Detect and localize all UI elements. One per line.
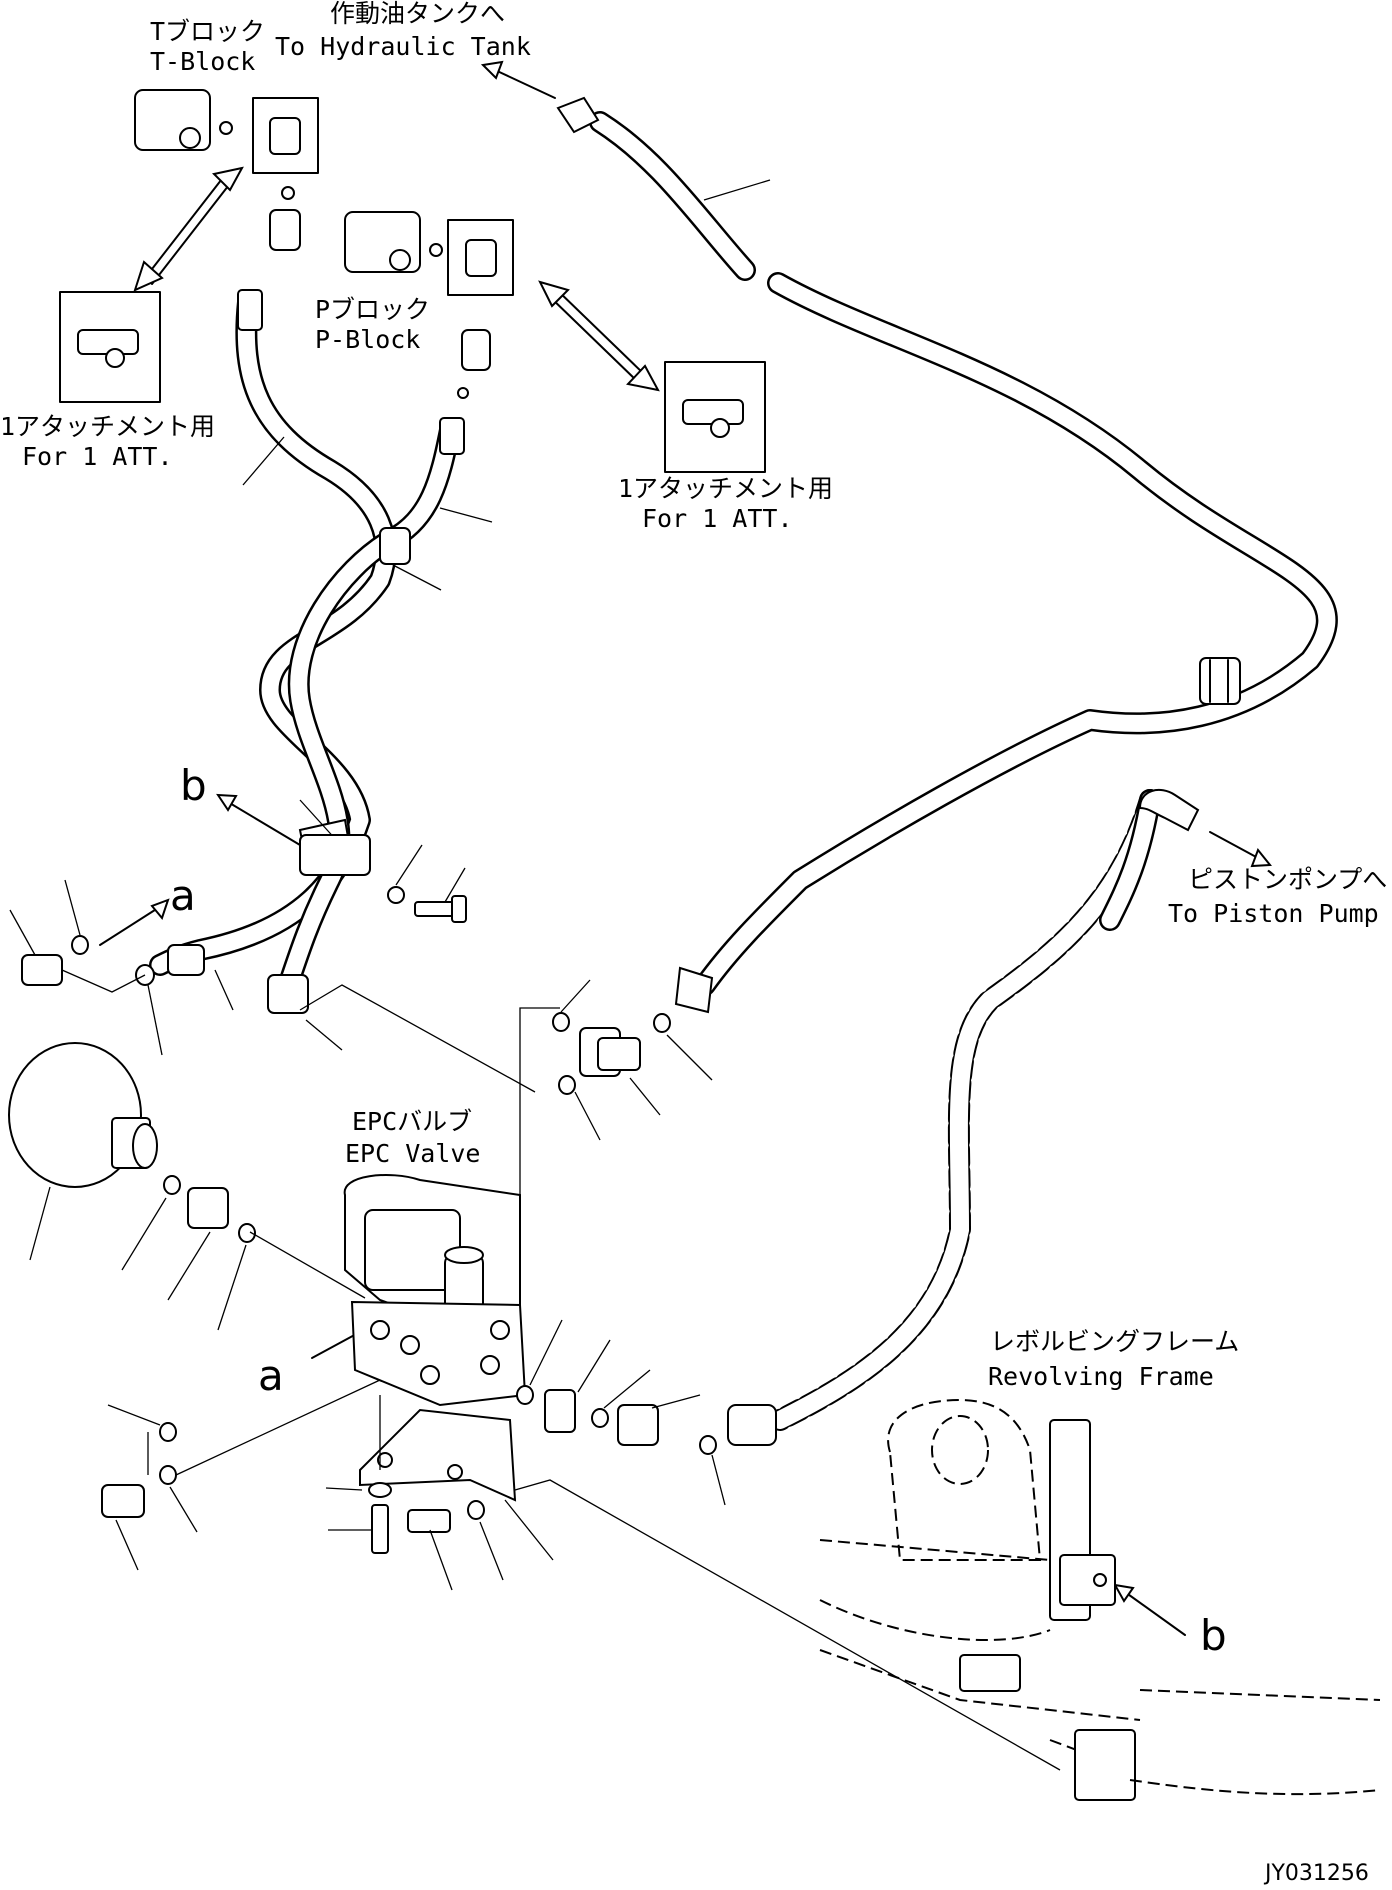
lower-left-fittings: [101, 1379, 381, 1571]
double-arrow-right: [538, 280, 660, 392]
p-block-en-label: P-Block: [315, 325, 420, 354]
clamp-bolt: [299, 834, 467, 923]
att-left-en-label: For 1 ATT.: [22, 442, 173, 471]
t-block: [134, 89, 233, 151]
drawing-code: JY031256: [1263, 1861, 1369, 1886]
p-block: [344, 211, 443, 273]
tank-en-label: To Hydraulic Tank: [275, 32, 531, 61]
t-block-fitting-box: [252, 97, 319, 174]
tank-hose: [556, 96, 1338, 1014]
pump-jp-label: ピストンポンプへ: [1188, 865, 1387, 894]
pump-hose: [727, 788, 1200, 1446]
block-hoses: [149, 289, 493, 991]
att-left-box: [59, 291, 161, 403]
epc-jp-label: EPCバルブ: [352, 1107, 472, 1136]
frame-en-label: Revolving Frame: [988, 1362, 1214, 1391]
epc-valve: [343, 1174, 527, 1407]
ref-a-bottom: a: [258, 1351, 284, 1400]
middle-connectors: [267, 974, 713, 1245]
att-right-en-label: For 1 ATT.: [642, 504, 793, 533]
double-arrow-left: [133, 166, 244, 292]
p-block-fitting-box: [447, 219, 514, 296]
pump-en-label: To Piston Pump: [1168, 899, 1379, 928]
revolving-frame: [819, 1398, 1381, 1801]
att-right-jp-label: 1アタッチメント用: [618, 474, 833, 503]
epc-right-fittings: [516, 1319, 726, 1506]
p-block-jp-label: Pブロック: [315, 295, 430, 324]
ref-b-bottom: b: [1200, 1611, 1227, 1660]
frame-jp-label: レボルビングフレーム: [990, 1327, 1239, 1356]
left-fittings: [9, 879, 234, 1056]
t-block-en-label: T-Block: [150, 47, 255, 76]
t-block-jp-label: Tブロック: [150, 17, 265, 46]
ref-a-top: a: [170, 871, 196, 920]
epc-en-label: EPC Valve: [345, 1139, 480, 1168]
accumulator: [8, 1042, 366, 1331]
att-left-jp-label: 1アタッチメント用: [0, 412, 215, 441]
ref-b-top: b: [180, 761, 207, 810]
bracket: [325, 1395, 1061, 1771]
att-right-box: [664, 361, 766, 473]
tank-jp-label: 作動油タンクへ: [330, 0, 505, 28]
